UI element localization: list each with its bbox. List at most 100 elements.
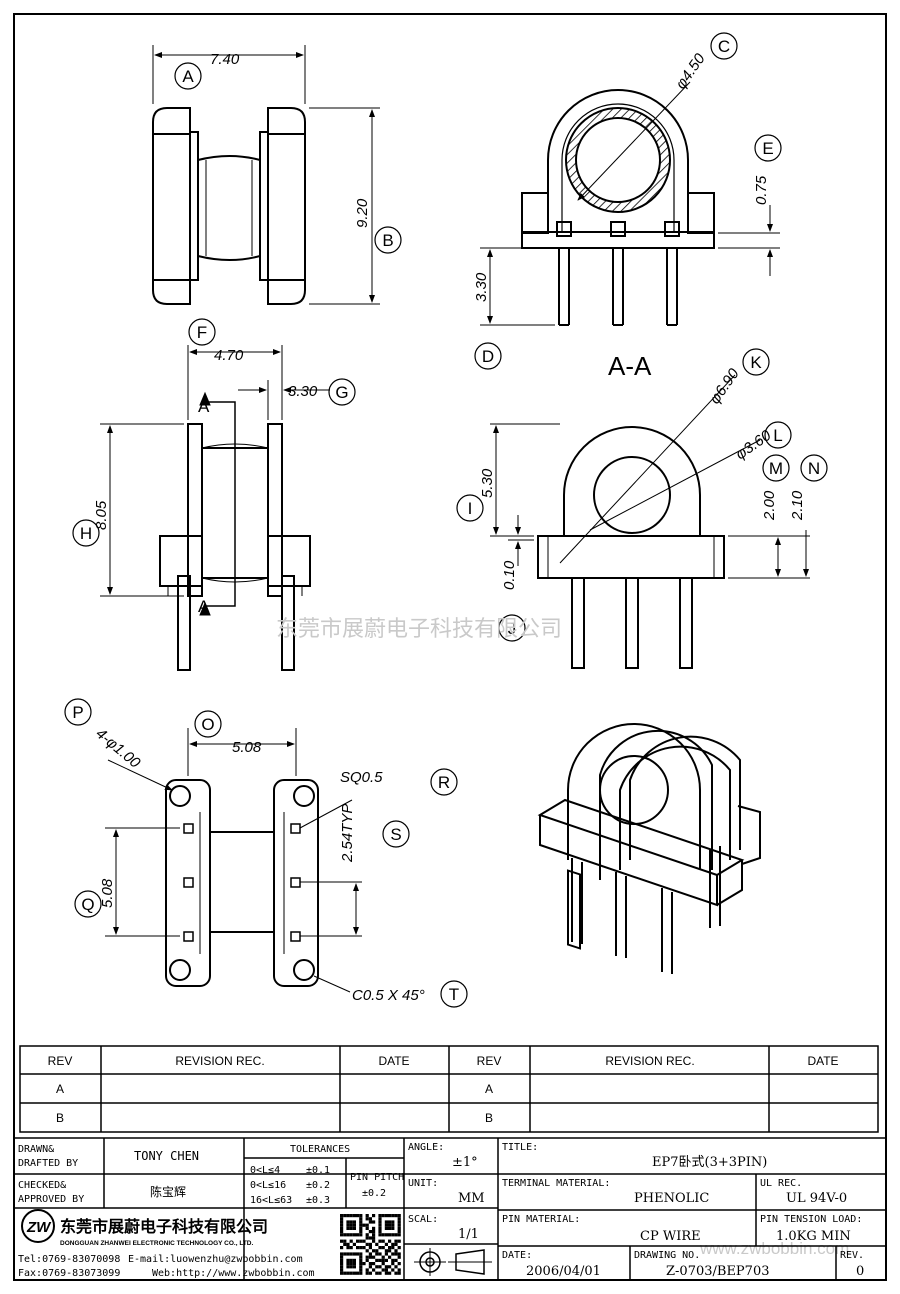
callout-circle-h bbox=[72, 519, 100, 547]
title-value: EP7卧式(3+3PIN) bbox=[652, 1155, 767, 1170]
rev-header-6: DATE bbox=[807, 1054, 838, 1068]
view-end-dims bbox=[490, 374, 810, 579]
rev-value: 0 bbox=[856, 1264, 864, 1279]
rev-header-4: REV bbox=[477, 1054, 502, 1068]
pin-pitch-label: PIN PITCH bbox=[350, 1172, 404, 1183]
dim-o: 5.08 bbox=[232, 739, 262, 756]
rev-row-b-left: B bbox=[56, 1111, 64, 1125]
terminal-material-value: PHENOLIC bbox=[634, 1191, 709, 1206]
pin-tension-label: PIN TENSION LOAD: bbox=[760, 1214, 862, 1225]
drawn-by-value: TONY CHEN bbox=[134, 1149, 199, 1163]
tol-range-2: 0<L≤16 bbox=[250, 1180, 286, 1191]
section-label: A-A bbox=[608, 351, 652, 381]
callout-letter-e: E bbox=[762, 139, 773, 158]
callout-letter-q: Q bbox=[81, 895, 94, 914]
scale-value: 1/1 bbox=[458, 1227, 479, 1242]
approved-by-value: 陈宝辉 bbox=[150, 1184, 186, 1199]
view-section-aa bbox=[521, 89, 715, 326]
dim-e: 0.75 bbox=[753, 175, 770, 205]
watermark-site: www.zwbobbin.com bbox=[699, 1239, 849, 1258]
unit-label: UNIT: bbox=[408, 1178, 438, 1189]
revision-table-text: REV REVISION REC. DATE REV REVISION REC.… bbox=[48, 1054, 839, 1125]
callout-letter-r: R bbox=[438, 773, 450, 792]
callout-letter-h: H bbox=[80, 524, 92, 543]
ul-rec-label: UL REC. bbox=[760, 1178, 802, 1189]
dim-g: 3.30 bbox=[288, 383, 318, 400]
callout-circle-r bbox=[430, 768, 458, 796]
ul-rec-value: UL 94V-0 bbox=[786, 1191, 847, 1206]
callout-circle-g bbox=[328, 378, 356, 406]
callout-letter-g: G bbox=[335, 383, 348, 402]
company-name-cn: 东莞市展蔚电子科技有限公司 bbox=[60, 1217, 268, 1236]
rev-row-a-right: A bbox=[485, 1082, 493, 1096]
callout-circle-l bbox=[764, 421, 792, 449]
view-footprint bbox=[165, 779, 319, 987]
dim-t: C0.5 X 45° bbox=[352, 987, 425, 1004]
tol-value-3: ±0.3 bbox=[306, 1195, 330, 1206]
dim-q: 5.08 bbox=[99, 878, 116, 908]
terminal-material-label: TERMINAL MATERIAL: bbox=[502, 1178, 610, 1189]
callout-letter-s: S bbox=[390, 825, 401, 844]
title-label: TITLE: bbox=[502, 1142, 538, 1153]
rev-row-b-right: B bbox=[485, 1111, 493, 1125]
qr-code-icon bbox=[340, 1214, 401, 1275]
dim-f: 4.70 bbox=[214, 347, 244, 364]
dim-h: 8.05 bbox=[93, 500, 110, 530]
angle-label: ANGLE: bbox=[408, 1142, 444, 1153]
callout-letter-n: N bbox=[808, 459, 820, 478]
view-front bbox=[159, 423, 311, 671]
callout-letter-d: D bbox=[482, 347, 494, 366]
callout-letter-o: O bbox=[201, 715, 214, 734]
callout-letter-c: C bbox=[718, 37, 730, 56]
drawing-no-label: DRAWING NO. bbox=[634, 1250, 700, 1261]
callout-letter-j: J bbox=[508, 619, 517, 638]
unit-value: MM bbox=[458, 1191, 485, 1206]
tol-range-3: 16<L≤63 bbox=[250, 1195, 292, 1206]
section-arrow-bottom: A bbox=[198, 597, 210, 616]
callout-circle-p bbox=[64, 698, 92, 726]
rev-label: REV. bbox=[840, 1250, 864, 1261]
dim-diameter-c: φ4.50 bbox=[672, 50, 709, 92]
pin-tension-value: 1.0KG MIN bbox=[776, 1229, 851, 1244]
view-front-dims bbox=[100, 345, 330, 616]
watermark-text: 东莞市展蔚电子科技有限公司 bbox=[276, 616, 562, 641]
date-label: DATE: bbox=[502, 1250, 532, 1261]
view-isometric bbox=[537, 723, 761, 974]
tol-value-2: ±0.2 bbox=[306, 1180, 330, 1191]
title-block-text: DRAWN& DRAFTED BY TONY CHEN CHECKED& APP… bbox=[18, 1142, 864, 1279]
dim-width-top: 7.40 bbox=[210, 51, 240, 68]
checked-label: CHECKED& bbox=[18, 1180, 66, 1191]
rev-header-1: REV bbox=[48, 1054, 73, 1068]
drawing-no-value: Z-0703/BEP703 bbox=[666, 1264, 770, 1279]
view-section-aa-dims bbox=[480, 81, 780, 326]
rev-header-2: REVISION REC. bbox=[175, 1054, 264, 1068]
view-side-top-dims bbox=[152, 45, 380, 305]
callout-circle-n bbox=[800, 454, 828, 482]
dim-r: SQ0.5 bbox=[340, 769, 383, 786]
pin-material-value: CP WIRE bbox=[640, 1229, 701, 1244]
company-email: E-mail:luowenzhu@zwbobbin.com bbox=[128, 1254, 303, 1265]
section-arrow-top: A bbox=[198, 397, 210, 416]
callout-circle-o bbox=[194, 710, 222, 738]
rev-row-a-left: A bbox=[56, 1082, 64, 1096]
title-block bbox=[13, 1137, 887, 1281]
company-name-en: DONGGUAN ZHANWEI ELECTRONIC TECHNOLOGY C… bbox=[60, 1240, 254, 1247]
dim-i: 5.30 bbox=[479, 468, 496, 498]
dim-j: 0.10 bbox=[501, 560, 518, 590]
callout-circle-t bbox=[440, 980, 468, 1008]
callout-circle-c bbox=[710, 32, 738, 60]
view-footprint-dims bbox=[105, 728, 362, 993]
callout-letter-k: K bbox=[750, 353, 762, 372]
dim-height-top: 9.20 bbox=[354, 198, 371, 228]
angle-value: ±1° bbox=[452, 1155, 478, 1170]
tolerances-label: TOLERANCES bbox=[290, 1144, 350, 1155]
logo-text: ZW bbox=[26, 1219, 52, 1236]
dim-d: 3.30 bbox=[473, 272, 490, 302]
view-side-top bbox=[152, 107, 306, 305]
company-fax: Fax:0769-83073099 bbox=[18, 1268, 120, 1279]
callout-letter-t: T bbox=[449, 985, 459, 1004]
rev-header-3: DATE bbox=[378, 1054, 409, 1068]
callout-circle-m bbox=[762, 454, 790, 482]
